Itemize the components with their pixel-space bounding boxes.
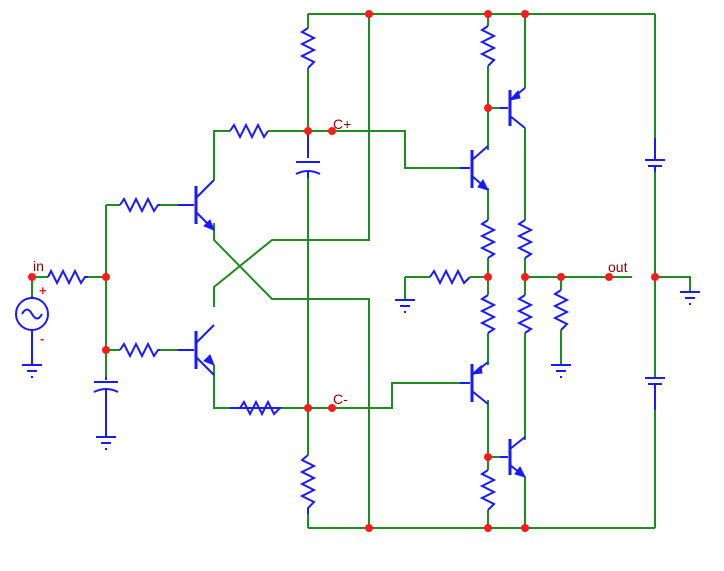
transistor-q1 — [178, 179, 215, 231]
transistor-q3 — [460, 145, 489, 191]
capacitor-supply-top — [645, 138, 665, 172]
resistor-r1 — [47, 268, 88, 286]
ground-load — [551, 364, 571, 378]
resistor-r2 — [119, 196, 160, 214]
ground-bias — [395, 299, 415, 313]
label-in: in — [33, 258, 44, 274]
resistors — [47, 25, 570, 514]
resistor-r15 — [552, 289, 570, 331]
resistor-r14 — [429, 268, 471, 286]
label-src-plus: + — [39, 283, 47, 298]
ground-source — [22, 364, 42, 378]
resistor-r12 — [516, 219, 534, 259]
ground-input-cap — [96, 436, 116, 450]
resistor-r5 — [230, 399, 283, 417]
transistors — [178, 87, 526, 478]
capacitor-c-plus — [295, 130, 321, 178]
transistor-q6 — [500, 436, 526, 478]
capacitors — [93, 130, 665, 437]
resistor-r8 — [479, 25, 497, 67]
transistor-q4 — [460, 361, 489, 405]
capacitor-input — [93, 377, 119, 437]
resistor-r4 — [229, 122, 269, 140]
label-c-plus: C+ — [333, 116, 351, 132]
resistor-r7 — [299, 454, 317, 514]
resistor-r11 — [479, 469, 497, 511]
capacitor-supply-bottom — [645, 377, 665, 410]
voltage-source — [15, 296, 49, 365]
resistor-r6 — [299, 27, 317, 69]
transistor-q5 — [500, 87, 526, 129]
resistor-r3 — [119, 341, 160, 359]
label-src-minus: - — [40, 331, 44, 346]
transistor-q2 — [178, 324, 215, 376]
ground-supply — [680, 291, 700, 305]
labels: in + - C+ C- out — [33, 116, 628, 407]
wires — [31, 13, 691, 529]
resistor-r9 — [479, 219, 497, 259]
resistor-r13 — [516, 294, 534, 334]
junction-nodes — [28, 10, 659, 532]
resistor-r10 — [479, 294, 497, 334]
label-c-minus: C- — [333, 391, 348, 407]
grounds — [22, 291, 700, 450]
label-out: out — [608, 259, 628, 275]
